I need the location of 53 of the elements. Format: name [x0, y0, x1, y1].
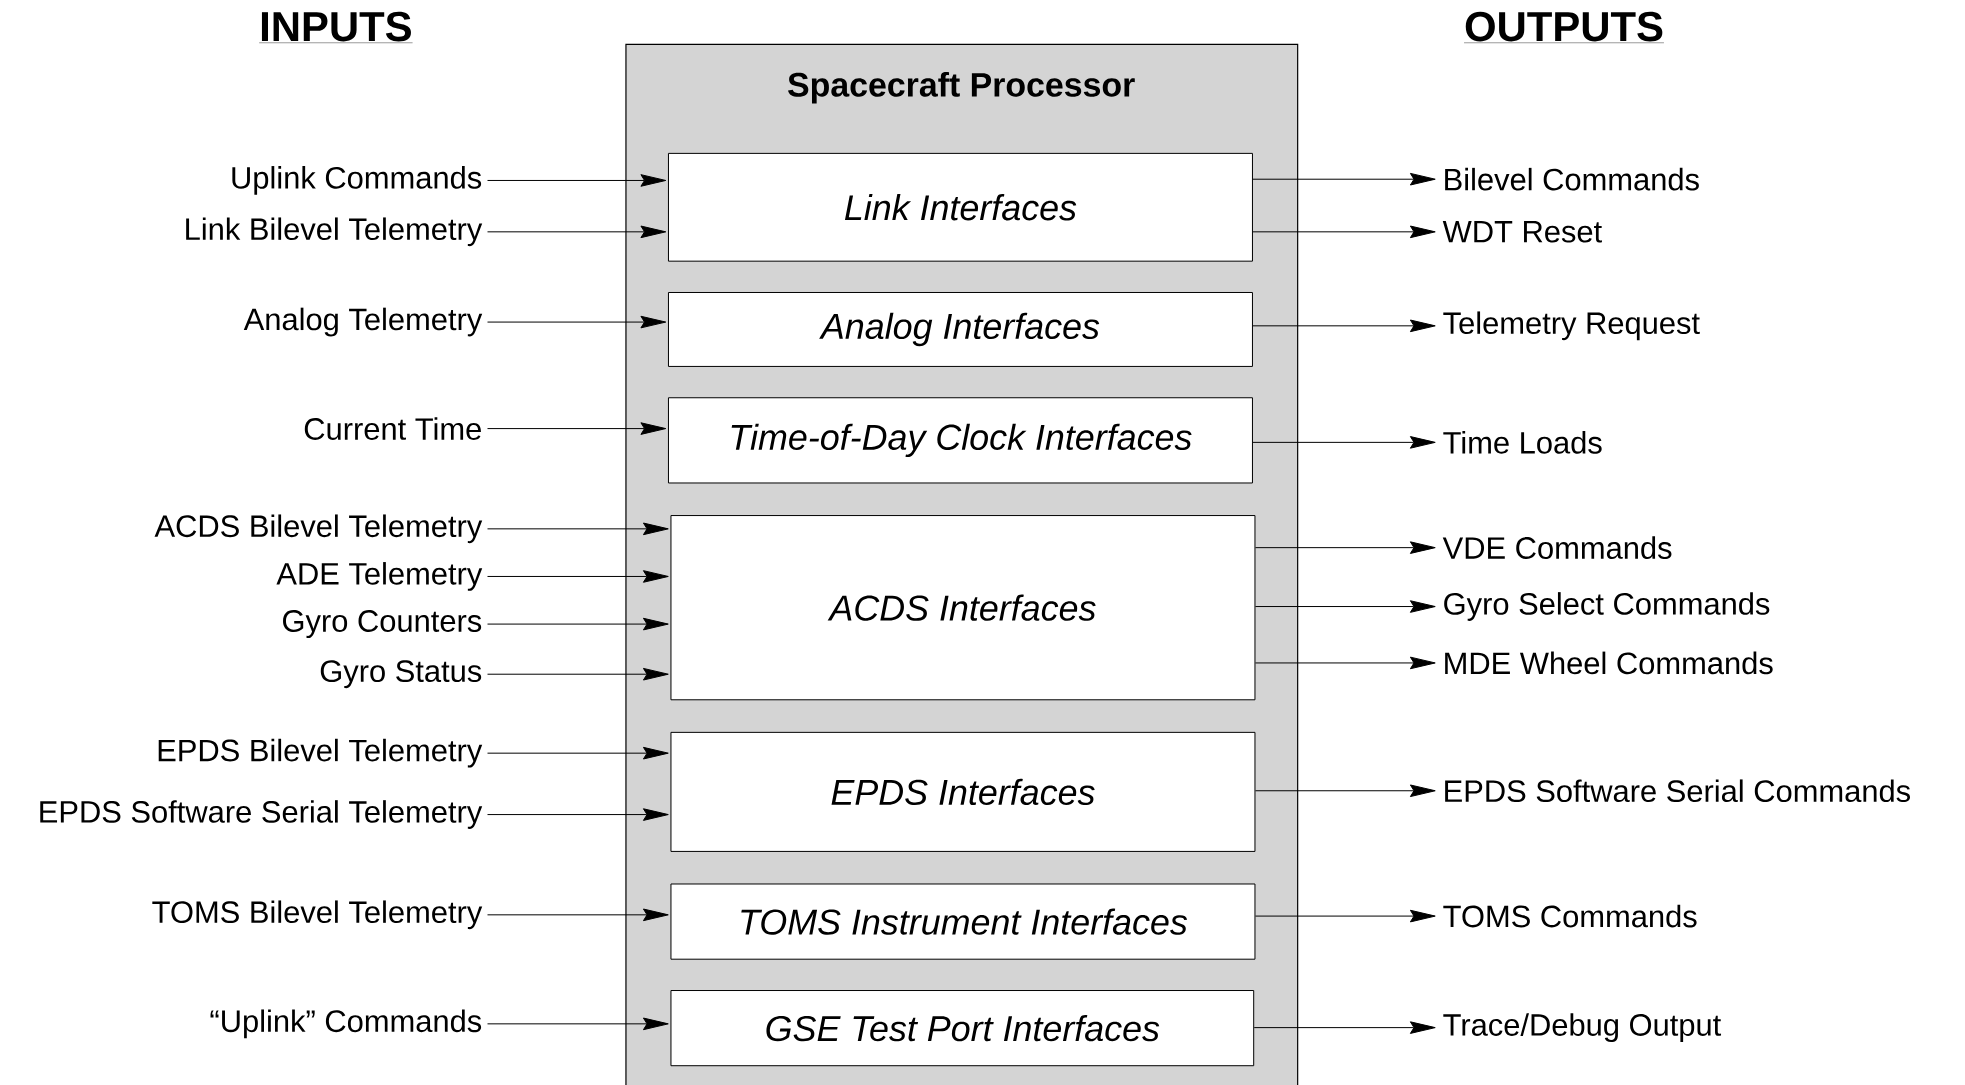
output-label: Bilevel Commands	[1445, 167, 1699, 191]
column-heading: INPUTS	[258, 11, 413, 43]
arrow	[1254, 909, 1436, 923]
input-label: Gyro Counters	[283, 610, 482, 638]
arrow	[487, 174, 667, 187]
arrow	[487, 570, 669, 583]
arrow	[1252, 435, 1436, 449]
arrow	[1253, 1021, 1436, 1034]
input-label: Gyro Status	[320, 660, 482, 689]
input-label: Analog Telemetry	[243, 307, 483, 337]
output-label: Telemetry Request	[1443, 311, 1700, 341]
input-label: Current Time	[304, 417, 481, 440]
input-label: EPDS Bilevel Telemetry	[158, 738, 483, 768]
input-label: Link Bilevel Telemetry	[186, 217, 483, 247]
output-label: Time Loads	[1443, 430, 1602, 454]
interface-box: GSE Test Port Interfaces	[670, 989, 1255, 1067]
arrow	[1254, 541, 1436, 554]
input-label: ADE Telemetry	[276, 561, 483, 591]
arrow	[1254, 784, 1436, 797]
input-label: EPDS Software Serial Telemetry	[40, 800, 483, 829]
output-label: EPDS Software Serial Commands	[1445, 779, 1910, 802]
arrow	[487, 746, 669, 760]
arrow	[1254, 656, 1436, 670]
interface-box: EPDS Interfaces	[670, 731, 1256, 852]
output-label: Gyro Select Commands	[1444, 592, 1770, 621]
input-label: TOMS Bilevel Telemetry	[152, 900, 483, 930]
output-label: VDE Commands	[1442, 536, 1672, 559]
arrow	[1252, 172, 1436, 186]
interface-box: TOMS Instrument Interfaces	[670, 883, 1256, 960]
column-heading: OUTPUTS	[1463, 11, 1665, 43]
arrow	[487, 667, 669, 681]
arrow	[487, 522, 669, 535]
interface-box: Analog Interfaces	[667, 291, 1253, 367]
output-label: TOMS Commands	[1443, 904, 1697, 928]
arrow	[1252, 319, 1436, 332]
arrow	[487, 617, 669, 631]
output-label: WDT Reset	[1442, 220, 1602, 243]
interface-box: Link Interfaces	[667, 152, 1253, 262]
input-label: Uplink Commands	[232, 165, 482, 195]
arrow	[487, 808, 669, 821]
arrow	[487, 422, 667, 435]
arrow	[487, 1017, 669, 1031]
arrow	[1254, 600, 1436, 613]
arrow	[487, 225, 667, 238]
output-label: Trace/Debug Output	[1443, 1013, 1722, 1042]
arrow	[487, 315, 667, 329]
interface-box: Time-of-Day Clock Interfaces	[667, 397, 1253, 484]
arrow	[1252, 225, 1436, 238]
output-label: MDE Wheel Commands	[1445, 651, 1773, 675]
arrow	[487, 908, 669, 921]
input-label: “Uplink” Commands	[210, 1009, 482, 1039]
input-label: ACDS Bilevel Telemetry	[154, 514, 483, 544]
interface-box: ACDS Interfaces	[670, 514, 1256, 701]
